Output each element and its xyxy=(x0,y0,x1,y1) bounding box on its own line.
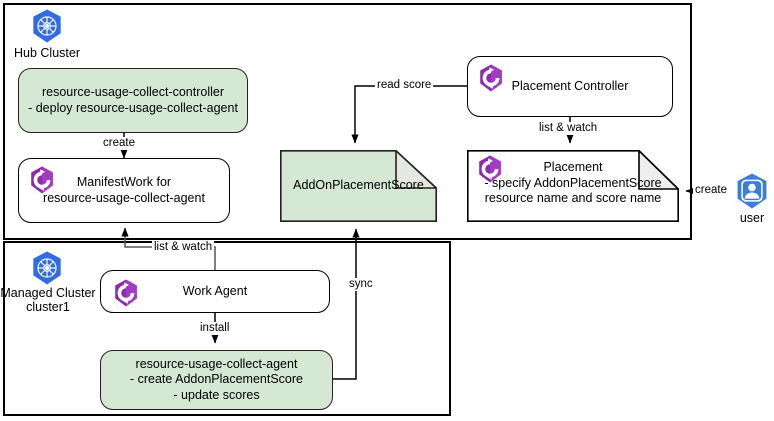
node-label: Work Agent xyxy=(182,283,248,298)
node-label: resource-usage-collect-agent - create Ad… xyxy=(129,356,304,402)
node-placement-controller[interactable]: Placement Controller xyxy=(467,56,673,117)
ocm-icon xyxy=(476,63,506,93)
edge-label-list-watch-placement: list & watch xyxy=(537,122,600,135)
managed-cluster-frame xyxy=(3,241,451,416)
node-label: Placement Controller xyxy=(511,78,629,93)
ocm-icon xyxy=(111,278,141,308)
node-addonplacementscore[interactable]: AddOnPlacementScore xyxy=(280,150,437,222)
ocm-icon xyxy=(27,165,57,195)
edge-label-sync: sync xyxy=(347,278,375,291)
user-icon[interactable] xyxy=(733,172,771,210)
node-work-agent[interactable]: Work Agent xyxy=(100,270,330,313)
node-resource-usage-collect-controller[interactable]: resource-usage-collect-controller - depl… xyxy=(18,68,248,133)
edge-label-read-score: read score xyxy=(375,79,434,92)
edge-label-list-watch-manifestwork: list & watch xyxy=(152,241,215,254)
node-resource-usage-collect-agent[interactable]: resource-usage-collect-agent - create Ad… xyxy=(100,350,333,410)
node-manifestwork[interactable]: ManifestWork for resource-usage-collect-… xyxy=(18,158,230,223)
managed-cluster-label: Managed Cluster cluster1 xyxy=(0,286,96,314)
node-label: resource-usage-collect-controller - depl… xyxy=(28,85,238,115)
kubernetes-icon xyxy=(29,8,65,44)
ocm-icon xyxy=(475,154,505,184)
node-placement[interactable]: Placement - specify AddonPlacementScore … xyxy=(467,150,679,222)
user-label: user xyxy=(739,211,765,225)
edge-label-create-placement: create xyxy=(693,184,729,197)
edge-label-install: install xyxy=(198,322,232,335)
edge-label-create-manifestwork: create xyxy=(101,137,137,150)
hub-cluster-label: Hub Cluster xyxy=(14,46,80,60)
kubernetes-icon xyxy=(29,250,65,286)
node-label: ManifestWork for resource-usage-collect-… xyxy=(43,175,205,205)
